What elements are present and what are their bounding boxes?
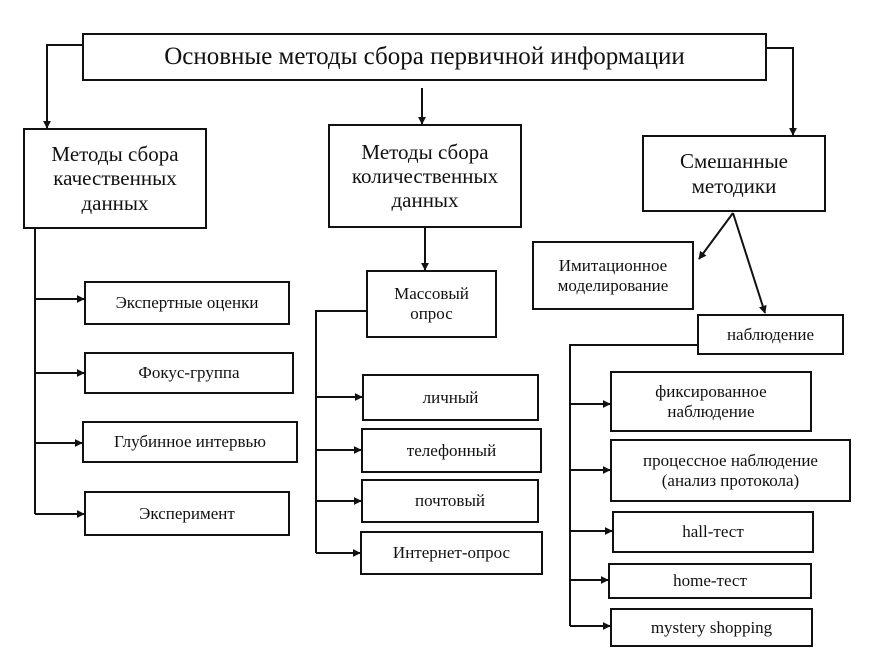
phone-survey-box: телефонный: [361, 428, 542, 473]
experiment-label: Эксперимент: [139, 503, 235, 523]
qualitative-heading-box: Методы сбора качественных данных: [23, 128, 207, 229]
observation-trunk: [569, 344, 697, 626]
personal-survey-box: личный: [362, 374, 539, 421]
personal-survey-label: личный: [422, 387, 479, 407]
home-test-box: home-тест: [608, 563, 812, 599]
home-test-label: home-тест: [673, 571, 747, 591]
phone-survey-label: телефонный: [406, 440, 497, 460]
observation-label: наблюдение: [726, 324, 815, 344]
experiment-box: Эксперимент: [84, 491, 290, 536]
mixed-heading: Смешанные методики: [679, 149, 788, 198]
fixed-observation-label: фиксированное наблюдение: [655, 381, 767, 421]
mail-survey-box: почтовый: [361, 479, 539, 523]
observation-box: наблюдение: [697, 314, 844, 355]
arrow-title-to-qualitative: [43, 44, 82, 129]
process-observation-label: процессное наблюдение (анализ протокола): [643, 450, 818, 490]
mail-survey-label: почтовый: [415, 491, 485, 511]
survey-trunk: [315, 310, 366, 553]
mixed-heading-box: Смешанные методики: [642, 135, 826, 212]
depth-interview-label: Глубинное интервью: [114, 432, 266, 452]
title-text: Основные методы сбора первичной информац…: [164, 42, 685, 70]
mass-survey-box: Массовый опрос: [366, 270, 497, 338]
simulation-label: Имитационное моделирование: [557, 255, 669, 295]
mass-survey-label: Массовый опрос: [394, 284, 469, 323]
arrow-to-observation: [732, 212, 767, 314]
expert-assessment-box: Экспертные оценки: [84, 281, 290, 325]
internet-survey-label: Интернет-опрос: [392, 543, 511, 563]
process-observation-box: процессное наблюдение (анализ протокола): [610, 439, 851, 502]
simulation-box: Имитационное моделирование: [532, 241, 694, 310]
mystery-shopping-box: mystery shopping: [610, 608, 813, 647]
depth-interview-box: Глубинное интервью: [82, 421, 298, 463]
hall-test-label: hall-тест: [682, 522, 744, 542]
title-box: Основные методы сбора первичной информац…: [82, 33, 767, 81]
focus-group-label: Фокус-группа: [138, 363, 240, 383]
internet-survey-box: Интернет-опрос: [360, 531, 543, 575]
arrow-to-simulation: [698, 212, 734, 260]
expert-assessment-label: Экспертные оценки: [115, 293, 259, 313]
arrow-title-to-mixed: [766, 47, 797, 136]
quantitative-heading-box: Методы сбора количественных данных: [328, 124, 522, 228]
hall-test-box: hall-тест: [612, 511, 814, 553]
quantitative-heading: Методы сбора количественных данных: [351, 139, 499, 213]
mystery-shopping-label: mystery shopping: [650, 617, 773, 637]
focus-group-box: Фокус-группа: [84, 352, 294, 394]
qualitative-heading: Методы сбора качественных данных: [51, 142, 179, 215]
fixed-observation-box: фиксированное наблюдение: [610, 371, 812, 432]
